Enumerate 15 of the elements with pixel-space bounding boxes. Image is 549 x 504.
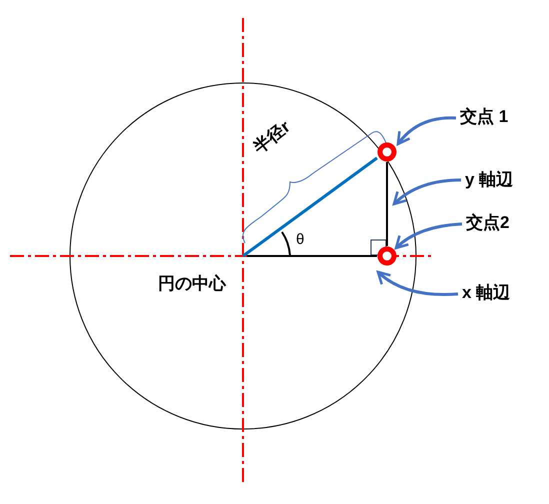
center-label: 円の中心 — [158, 274, 226, 294]
callout-label: 交点 1 — [460, 107, 508, 127]
radius-label: 半径r — [250, 117, 294, 158]
leader-arrow — [392, 178, 462, 206]
leader-arrow — [394, 222, 462, 250]
leader-arrow — [376, 270, 458, 296]
y-side-line — [386, 162, 388, 246]
x-side-line — [247, 255, 377, 257]
callout-label: 交点2 — [466, 213, 510, 233]
callout-label: x 軸辺 — [462, 283, 510, 303]
intersection-point — [378, 142, 396, 162]
angle-label: θ — [296, 230, 304, 250]
callout-label: y 軸辺 — [465, 170, 514, 190]
leader-arrow — [396, 116, 456, 146]
intersection-point — [378, 246, 396, 266]
